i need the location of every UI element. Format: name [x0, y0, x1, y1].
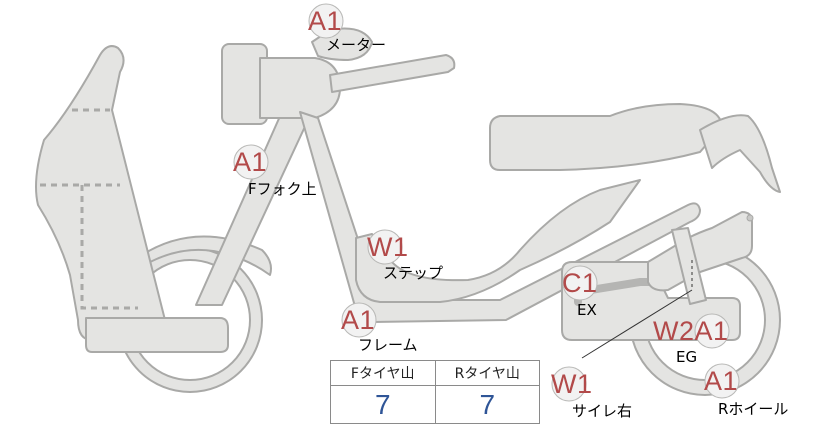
tire-tread-table: Fタイヤ山 Rタイヤ山 7 7 — [330, 360, 540, 424]
rear-cowl — [699, 114, 781, 193]
front-tire-header: Fタイヤ山 — [330, 360, 436, 386]
front-fork — [195, 104, 316, 306]
front-tire-value: 7 — [330, 385, 436, 424]
step-board — [355, 179, 641, 303]
leg-shield-seam — [40, 108, 138, 310]
rwheel-code: A1 — [704, 366, 739, 396]
handlebar — [329, 54, 456, 93]
air-box — [647, 211, 753, 292]
meter-code: A1 — [308, 6, 343, 36]
eg-label: EG — [676, 348, 698, 366]
floor-plate — [85, 317, 229, 353]
step-label: ステップ — [383, 264, 444, 282]
side-code: W1 — [551, 369, 593, 399]
side-label: サイレ右 — [572, 402, 633, 420]
seat — [489, 103, 723, 171]
rear-tire-header: Rタイヤ山 — [434, 360, 540, 386]
rear-shock — [671, 227, 707, 305]
meter-label: メーター — [326, 36, 387, 54]
leg-shield — [35, 45, 166, 341]
ex-label: EX — [577, 301, 597, 319]
eg-code: W2A1 — [653, 316, 729, 346]
rear-tire-value: 7 — [434, 385, 540, 424]
step-code: W1 — [367, 232, 409, 262]
head-cover — [259, 57, 341, 119]
rwheel-label: Rホイール — [718, 400, 789, 418]
ffork-label: Fフォク上 — [248, 180, 317, 198]
frame-code: A1 — [341, 305, 376, 335]
ex-code: C1 — [562, 268, 598, 298]
callout-bubbles — [233, 3, 740, 402]
leader-side — [581, 289, 693, 359]
bolt — [746, 214, 754, 222]
frame-label: フレーム — [358, 336, 418, 354]
engine-block — [561, 261, 741, 341]
ffork-code: A1 — [233, 147, 268, 177]
